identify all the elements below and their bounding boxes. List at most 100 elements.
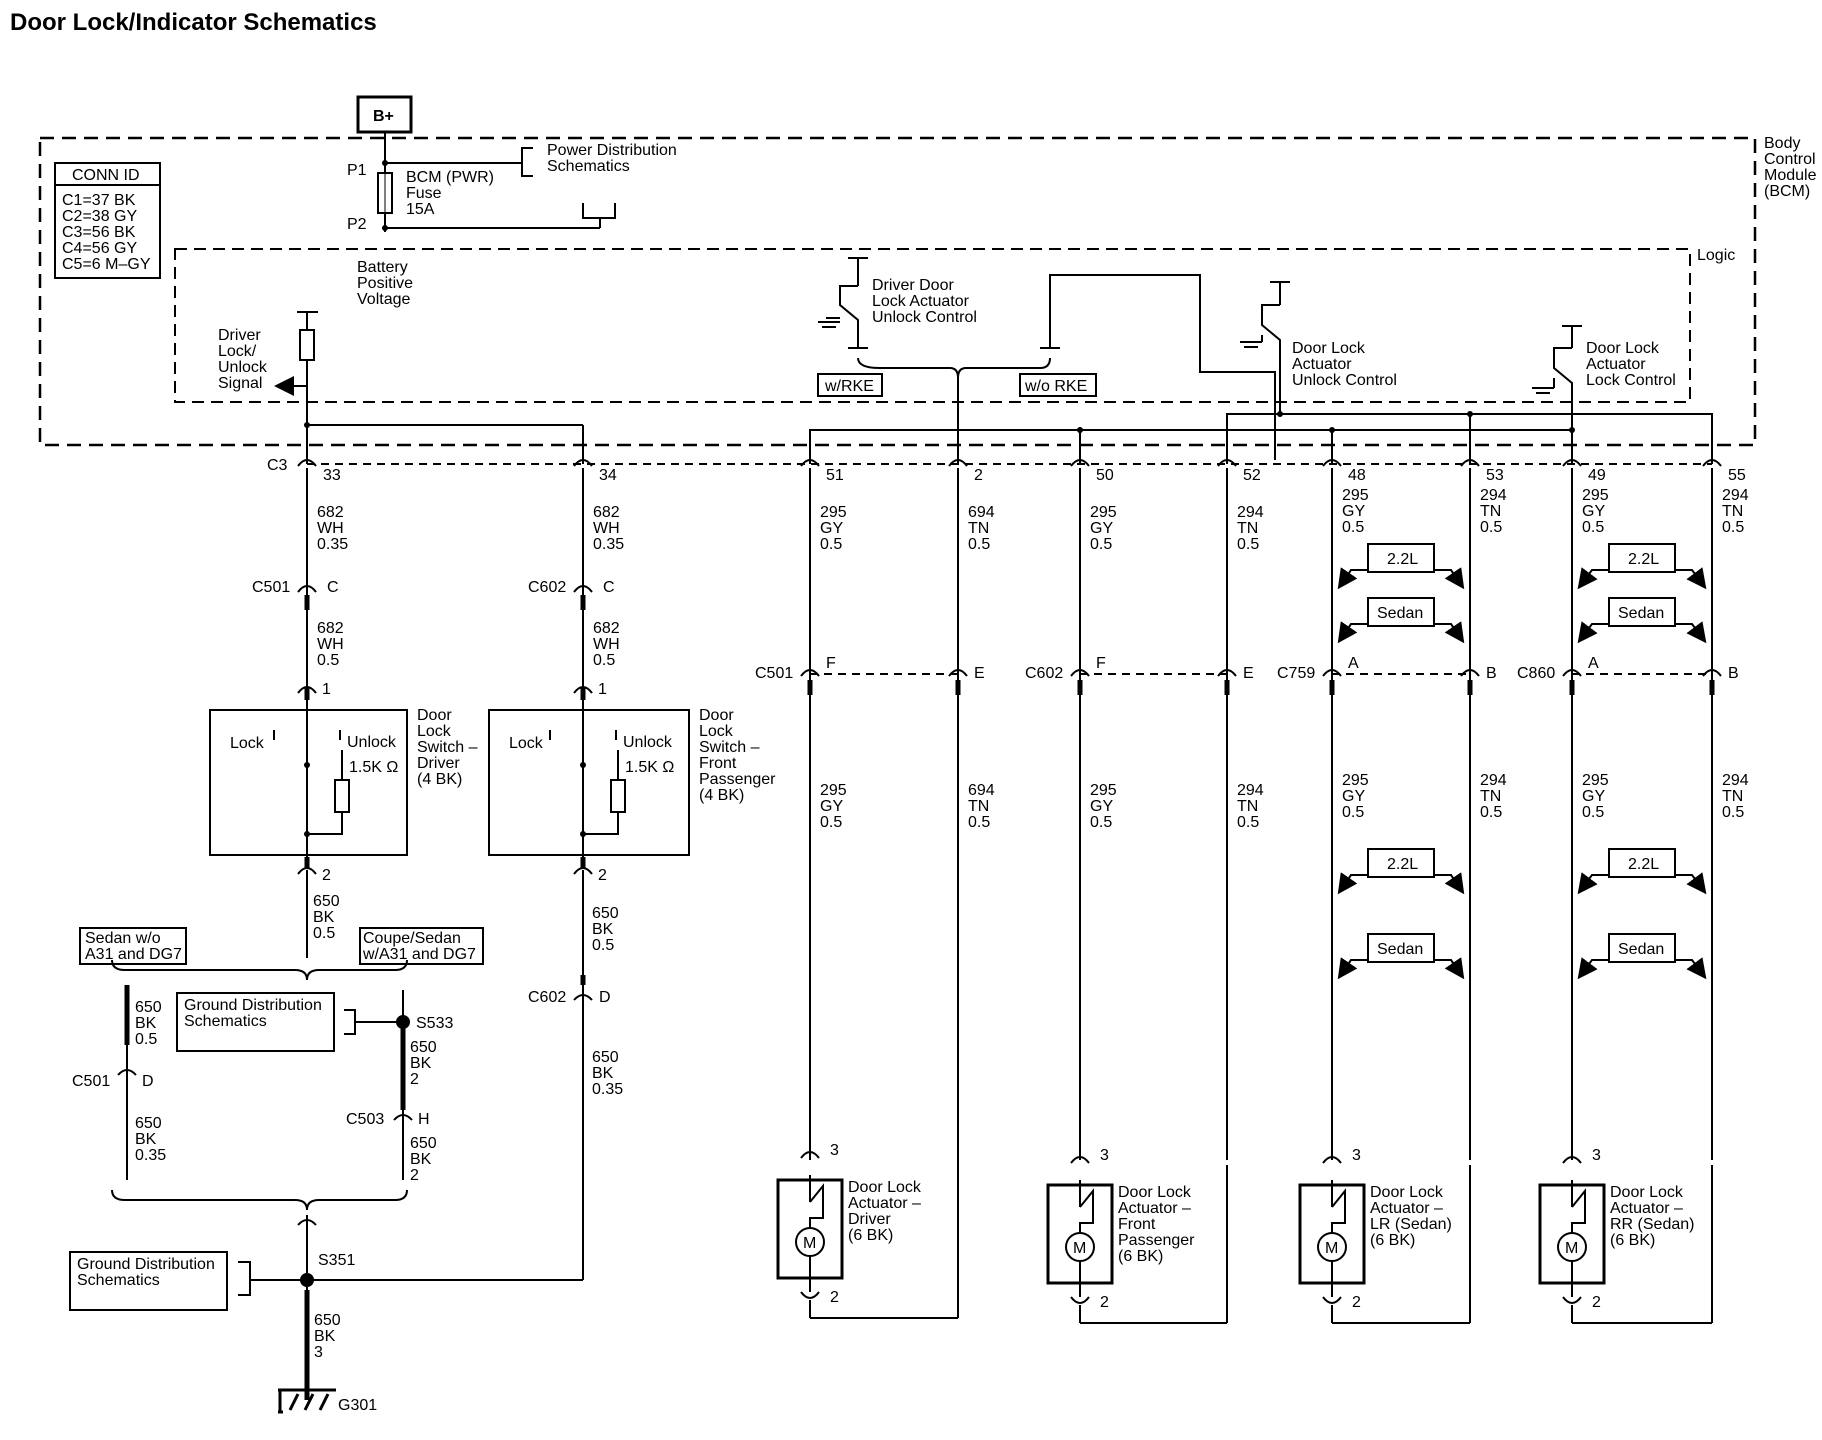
- svg-text:Actuator: Actuator: [1292, 356, 1352, 373]
- wire-spec: GY: [1582, 503, 1605, 520]
- svg-text:C1=37 BK: C1=37 BK: [62, 192, 136, 209]
- connector-label: C602: [528, 579, 566, 596]
- svg-text:BK: BK: [135, 1015, 157, 1032]
- wire-spec: WH: [317, 636, 344, 653]
- pin-number: 51: [826, 467, 844, 484]
- conn-id-box: CONN ID C1=37 BK C2=38 GY C3=56 BK C4=56…: [54, 162, 161, 279]
- wire-spec: WH: [593, 636, 620, 653]
- bcm-label: Body Control Module (BCM): [1764, 135, 1817, 200]
- option-arrow: [1577, 872, 1609, 895]
- actuator-name: LR (Sedan): [1370, 1216, 1452, 1233]
- svg-text:Module: Module: [1764, 167, 1817, 184]
- actuator-name: Passenger: [1118, 1232, 1195, 1249]
- connector-terminal: [1070, 1296, 1090, 1304]
- connector-terminal: [800, 1291, 820, 1299]
- pin-number: 2: [974, 467, 983, 484]
- wire-spec: 0.5: [1582, 519, 1604, 536]
- connector-pin: 3: [1100, 1147, 1109, 1164]
- junction: [304, 762, 310, 768]
- wire-spec: 294: [1480, 772, 1507, 789]
- resistor-value: 1.5K Ω: [625, 759, 674, 776]
- wire-spec: 0.5: [1480, 804, 1502, 821]
- wire-spec: TN: [1237, 798, 1258, 815]
- svg-text:BK: BK: [314, 1328, 336, 1345]
- connector-pin: 2: [830, 1289, 839, 1306]
- actuator-name: (6 BK): [1118, 1248, 1163, 1265]
- wire-spec: 0.5: [1342, 804, 1364, 821]
- svg-text:Schematics: Schematics: [77, 1272, 160, 1289]
- connector-label: C501: [755, 665, 793, 682]
- wire-spec: 682: [593, 504, 620, 521]
- option-box: [1367, 597, 1435, 627]
- svg-text:BK: BK: [135, 1131, 157, 1148]
- option-label: Sedan: [1377, 605, 1423, 622]
- svg-text:BK: BK: [592, 921, 614, 938]
- motor-label: M: [1565, 1240, 1578, 1257]
- svg-text:Positive: Positive: [357, 275, 413, 292]
- connector-pin: E: [974, 665, 985, 682]
- resistor-value: 1.5K Ω: [349, 759, 398, 776]
- svg-text:Voltage: Voltage: [357, 291, 410, 308]
- svg-text:Door Lock: Door Lock: [1586, 340, 1660, 357]
- svg-text:BCM (PWR): BCM (PWR): [406, 169, 494, 186]
- c3-terminal: [297, 459, 317, 467]
- page-title: Door Lock/Indicator Schematics: [10, 9, 377, 36]
- svg-text:Fuse: Fuse: [406, 185, 442, 202]
- connector-terminal: [573, 686, 593, 694]
- svg-text:S351: S351: [318, 1252, 355, 1269]
- wire-spec: TN: [968, 520, 989, 537]
- wire-spec: TN: [1237, 520, 1258, 537]
- connector-terminal: [1217, 669, 1237, 677]
- svg-text:650: 650: [410, 1039, 437, 1056]
- option-label: 2.2L: [1628, 856, 1659, 873]
- option-arrow: [1675, 621, 1707, 644]
- switch-name: Lock: [699, 723, 734, 740]
- svg-text:C3=56 BK: C3=56 BK: [62, 224, 136, 241]
- svg-text:Lock Control: Lock Control: [1586, 372, 1676, 389]
- wire-spec: 0.5: [1722, 804, 1744, 821]
- svg-text:0.5: 0.5: [313, 925, 335, 942]
- wire-spec: 294: [1722, 487, 1749, 504]
- svg-text:0.35: 0.35: [135, 1147, 166, 1164]
- option-box: [1608, 597, 1676, 627]
- connector-terminal: [297, 686, 317, 694]
- switch-box: [209, 709, 408, 856]
- connector-pin: 2: [322, 867, 331, 884]
- svg-text:(BCM): (BCM): [1764, 183, 1810, 200]
- svg-text:650: 650: [135, 1115, 162, 1132]
- c3-terminal: [1702, 459, 1722, 467]
- svg-text:Ground Distribution: Ground Distribution: [77, 1256, 215, 1273]
- svg-text:Signal: Signal: [218, 375, 262, 392]
- option-arrow: [1434, 872, 1465, 895]
- actuator-name: Driver: [848, 1211, 891, 1228]
- svg-text:P1: P1: [347, 162, 367, 179]
- svg-text:Coupe/Sedan: Coupe/Sedan: [363, 930, 461, 947]
- svg-text:C501: C501: [72, 1073, 110, 1090]
- svg-text:Driver Door: Driver Door: [872, 277, 954, 294]
- pin-number: 33: [323, 467, 341, 484]
- logic-label: Logic: [1697, 247, 1735, 264]
- connector-terminal: [1070, 1156, 1090, 1164]
- svg-text:Schematics: Schematics: [184, 1013, 267, 1030]
- switch-name: Door: [417, 707, 452, 724]
- wire-spec: 295: [1582, 487, 1609, 504]
- wire-spec: 0.5: [1237, 536, 1259, 553]
- svg-text:0.35: 0.35: [592, 1081, 623, 1098]
- svg-text:0.5: 0.5: [592, 937, 614, 954]
- wire-spec: 0.5: [1582, 804, 1604, 821]
- svg-text:BK: BK: [592, 1065, 614, 1082]
- option-box: [1367, 543, 1435, 573]
- svg-text:Actuator: Actuator: [1586, 356, 1646, 373]
- connector-pin: C: [603, 579, 615, 596]
- svg-text:650: 650: [592, 905, 619, 922]
- option-box: [1367, 933, 1435, 963]
- wire-spec: 295: [820, 504, 847, 521]
- switch-unlock-label: Unlock: [347, 734, 397, 751]
- actuator-name: (6 BK): [848, 1227, 893, 1244]
- wire-spec: GY: [820, 798, 843, 815]
- wire-spec: GY: [1342, 788, 1365, 805]
- wire-spec: 0.5: [1480, 519, 1502, 536]
- driver-unlock-control: Driver Door Lock Actuator Unlock Control…: [817, 257, 1276, 464]
